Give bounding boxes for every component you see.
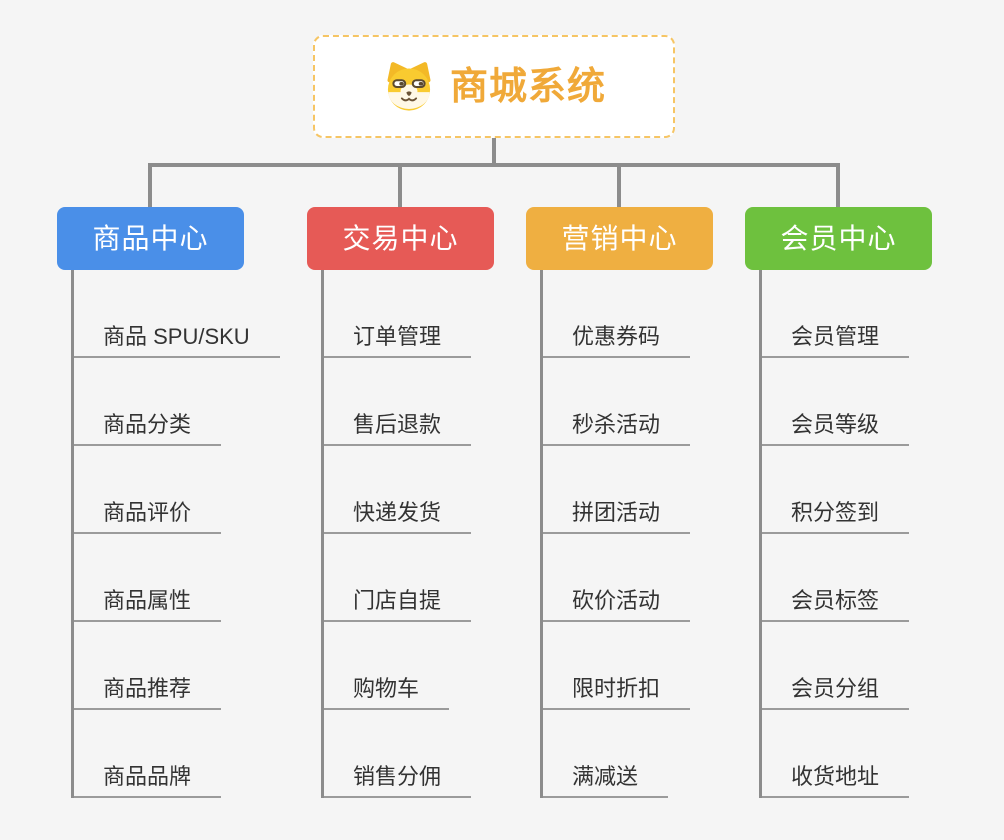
branch-items-member: 会员管理 会员等级 积分签到 会员标签 会员分组 收货地址: [745, 270, 932, 798]
leaf-node[interactable]: 会员分组: [745, 622, 932, 710]
branch-items-trade: 订单管理 售后退款 快递发货 门店自提 购物车 销售分佣: [307, 270, 494, 798]
leaf-node[interactable]: 会员管理: [745, 270, 932, 358]
leaf-node[interactable]: 商品评价: [57, 446, 244, 534]
leaf-label: 商品评价: [71, 500, 222, 534]
leaf-node[interactable]: 满减送: [526, 710, 713, 798]
leaf-node[interactable]: 售后退款: [307, 358, 494, 446]
leaf-label: 订单管理: [321, 324, 472, 358]
leaf-label: 销售分佣: [321, 764, 472, 798]
leaf-node[interactable]: 商品推荐: [57, 622, 244, 710]
leaf-node[interactable]: 会员等级: [745, 358, 932, 446]
leaf-node[interactable]: 购物车: [307, 622, 494, 710]
leaf-label: 满减送: [540, 764, 669, 798]
connector-drop-trade: [398, 163, 402, 209]
leaf-label: 会员管理: [759, 324, 910, 358]
leaf-node[interactable]: 商品 SPU/SKU: [57, 270, 280, 358]
leaf-label: 积分签到: [759, 500, 910, 534]
leaf-label: 会员分组: [759, 676, 910, 710]
leaf-label: 商品品牌: [71, 764, 222, 798]
leaf-node[interactable]: 秒杀活动: [526, 358, 713, 446]
leaf-label: 购物车: [321, 676, 450, 710]
leaf-label: 门店自提: [321, 588, 472, 622]
root-title: 商城系统: [449, 65, 606, 108]
connector-drop-member: [836, 163, 840, 209]
leaf-label: 商品 SPU/SKU: [71, 324, 280, 358]
branch-items-product: 商品 SPU/SKU 商品分类 商品评价 商品属性 商品推荐 商品品牌: [57, 270, 280, 798]
leaf-node[interactable]: 销售分佣: [307, 710, 494, 798]
leaf-node[interactable]: 积分签到: [745, 446, 932, 534]
branch-items-marketing: 优惠券码 秒杀活动 拼团活动 砍价活动 限时折扣 满减送: [526, 270, 713, 798]
dog-face-icon: [387, 61, 431, 111]
leaf-label: 商品推荐: [71, 676, 222, 710]
branch-header-trade[interactable]: 交易中心: [307, 207, 494, 270]
connector-drop-marketing: [617, 163, 621, 209]
leaf-node[interactable]: 限时折扣: [526, 622, 713, 710]
branch-trade-center: 交易中心 订单管理 售后退款 快递发货 门店自提 购物车 销售分佣: [307, 207, 494, 798]
leaf-node[interactable]: 会员标签: [745, 534, 932, 622]
leaf-label: 优惠券码: [540, 324, 691, 358]
leaf-node[interactable]: 收货地址: [745, 710, 932, 798]
leaf-label: 限时折扣: [540, 676, 691, 710]
branch-product-center: 商品中心 商品 SPU/SKU 商品分类 商品评价 商品属性 商品推荐 商品品牌: [57, 207, 280, 798]
branch-member-center: 会员中心 会员管理 会员等级 积分签到 会员标签 会员分组 收货地址: [745, 207, 932, 798]
branch-header-product[interactable]: 商品中心: [57, 207, 244, 270]
leaf-node[interactable]: 拼团活动: [526, 446, 713, 534]
leaf-label: 会员标签: [759, 588, 910, 622]
leaf-node[interactable]: 门店自提: [307, 534, 494, 622]
leaf-node[interactable]: 砍价活动: [526, 534, 713, 622]
connector-bus: [148, 163, 840, 167]
branch-header-marketing[interactable]: 营销中心: [526, 207, 713, 270]
leaf-node[interactable]: 订单管理: [307, 270, 494, 358]
connector-root-stub: [492, 138, 496, 167]
leaf-label: 商品属性: [71, 588, 222, 622]
leaf-label: 商品分类: [71, 412, 222, 446]
leaf-label: 拼团活动: [540, 500, 691, 534]
branch-marketing-center: 营销中心 优惠券码 秒杀活动 拼团活动 砍价活动 限时折扣 满减送: [526, 207, 713, 798]
leaf-node[interactable]: 商品属性: [57, 534, 244, 622]
leaf-node[interactable]: 快递发货: [307, 446, 494, 534]
leaf-label: 会员等级: [759, 412, 910, 446]
leaf-label: 收货地址: [759, 764, 910, 798]
leaf-label: 秒杀活动: [540, 412, 691, 446]
branch-header-member[interactable]: 会员中心: [745, 207, 932, 270]
leaf-node[interactable]: 优惠券码: [526, 270, 713, 358]
leaf-label: 快递发货: [321, 500, 472, 534]
connector-drop-product: [148, 163, 152, 209]
leaf-node[interactable]: 商品分类: [57, 358, 244, 446]
root-node[interactable]: 商城系统: [313, 35, 675, 138]
leaf-node[interactable]: 商品品牌: [57, 710, 244, 798]
leaf-label: 售后退款: [321, 412, 472, 446]
leaf-label: 砍价活动: [540, 588, 691, 622]
